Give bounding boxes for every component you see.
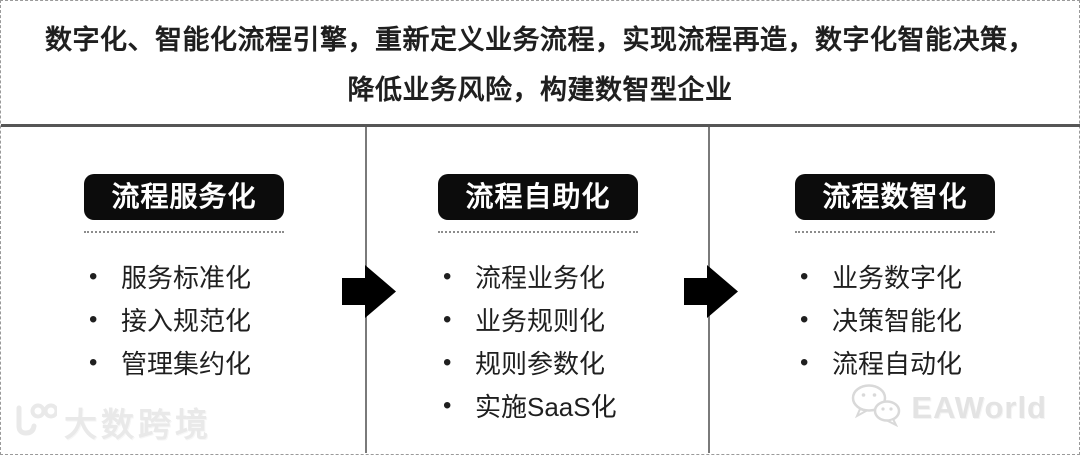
bullet-icon: •: [800, 262, 809, 290]
smiley-100-logo-icon: [13, 402, 59, 443]
list-item: • 管理集约化: [84, 341, 284, 384]
wechat-icon: [850, 383, 902, 432]
column-3-header: 流程数智化: [795, 174, 995, 220]
watermark-dashu-kuajing: 大数跨境: [13, 398, 212, 446]
column-1-list: • 服务标准化 • 接入规范化 • 管理集约化: [84, 255, 284, 384]
horizontal-rule: [1, 124, 1080, 127]
right-arrow-icon: [684, 265, 738, 318]
list-item-label: 管理集约化: [121, 349, 252, 379]
list-item: • 接入规范化: [84, 298, 284, 341]
list-item-label: 决策智能化: [832, 306, 963, 336]
list-item: • 规则参数化: [438, 341, 638, 384]
banner-line-2: 降低业务风险，构建数智型企业: [347, 75, 733, 105]
bullet-icon: •: [443, 305, 452, 333]
bullet-icon: •: [443, 262, 452, 290]
column-1-header: 流程服务化: [84, 174, 284, 220]
column-2-header: 流程自助化: [438, 174, 638, 220]
column-3-list: • 业务数字化 • 决策智能化 • 流程自动化: [795, 255, 995, 384]
column-process-digital-intelligence: 流程数智化 • 业务数字化 • 决策智能化 • 流程自动化: [710, 128, 1080, 453]
column-2-list: • 流程业务化 • 业务规则化 • 规则参数化 • 实施SaaS化: [438, 255, 638, 427]
column-process-servitization: 流程服务化 • 服务标准化 • 接入规范化 • 管理集约化: [2, 128, 366, 453]
column-process-self-service: 流程自助化 • 流程业务化 • 业务规则化 • 规则参数化 • 实施SaaS化: [366, 128, 710, 453]
list-item-label: 流程自动化: [832, 349, 963, 379]
column-3-underline: [795, 231, 995, 233]
list-item-label: 规则参数化: [475, 349, 606, 379]
list-item: • 业务规则化: [438, 298, 638, 341]
list-item: • 流程业务化: [438, 255, 638, 298]
banner-text: 数字化、智能化流程引擎，重新定义业务流程，实现流程再造，数字化智能决策， 降低业…: [1, 1, 1079, 125]
watermark-eaworld: EAWorld: [850, 383, 1047, 432]
list-item-label: 业务规则化: [475, 306, 606, 336]
banner-line-1: 数字化、智能化流程引擎，重新定义业务流程，实现流程再造，数字化智能决策，: [45, 25, 1035, 55]
list-item-label: 流程业务化: [475, 263, 606, 293]
bullet-icon: •: [800, 305, 809, 333]
watermark-right-label: EAWorld: [911, 389, 1047, 425]
bullet-icon: •: [800, 348, 809, 376]
bullet-icon: •: [89, 305, 98, 333]
watermark-left-label: 大数跨境: [64, 406, 212, 443]
list-item-label: 实施SaaS化: [475, 392, 617, 422]
list-item-label: 业务数字化: [832, 263, 963, 293]
list-item-label: 接入规范化: [121, 306, 252, 336]
right-arrow-icon: [342, 265, 396, 318]
list-item: • 决策智能化: [795, 298, 995, 341]
column-1-underline: [84, 231, 284, 233]
list-item: • 实施SaaS化: [438, 384, 638, 427]
list-item: • 业务数字化: [795, 255, 995, 298]
list-item-label: 服务标准化: [121, 263, 252, 293]
bullet-icon: •: [443, 391, 452, 419]
bullet-icon: •: [89, 348, 98, 376]
list-item: • 服务标准化: [84, 255, 284, 298]
list-item: • 流程自动化: [795, 341, 995, 384]
bullet-icon: •: [89, 262, 98, 290]
bullet-icon: •: [443, 348, 452, 376]
column-2-underline: [438, 231, 638, 233]
